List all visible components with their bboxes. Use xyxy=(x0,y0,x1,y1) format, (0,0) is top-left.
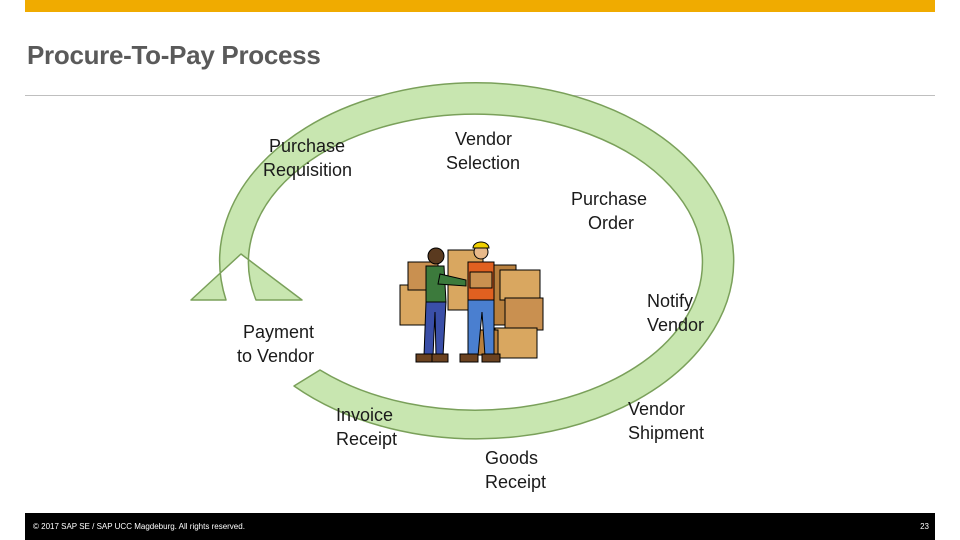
accent-bar xyxy=(25,0,935,12)
step-goods-receipt: Goods Receipt xyxy=(485,448,547,492)
step-vendor-selection: Vendor Selection xyxy=(446,129,521,173)
step-notify-vendor: Notify Vendor xyxy=(647,291,705,335)
step-vendor-shipment: Vendor Shipment xyxy=(628,399,705,443)
warehouse-workers-illustration xyxy=(399,241,544,363)
step-purchase-requisition: Purchase Requisition xyxy=(263,136,353,180)
page-number: 23 xyxy=(920,522,929,531)
step-invoice-receipt: Invoice Receipt xyxy=(336,405,398,449)
page-title: Procure-To-Pay Process xyxy=(27,40,321,70)
footer-bar: © 2017 SAP SE / SAP UCC Magdeburg. All r… xyxy=(25,513,935,540)
step-purchase-order: Purchase Order xyxy=(571,189,648,233)
copyright-text: © 2017 SAP SE / SAP UCC Magdeburg. All r… xyxy=(33,522,245,531)
step-payment-to-vendor: Payment to Vendor xyxy=(237,322,315,366)
cycle-arrow xyxy=(190,82,735,440)
